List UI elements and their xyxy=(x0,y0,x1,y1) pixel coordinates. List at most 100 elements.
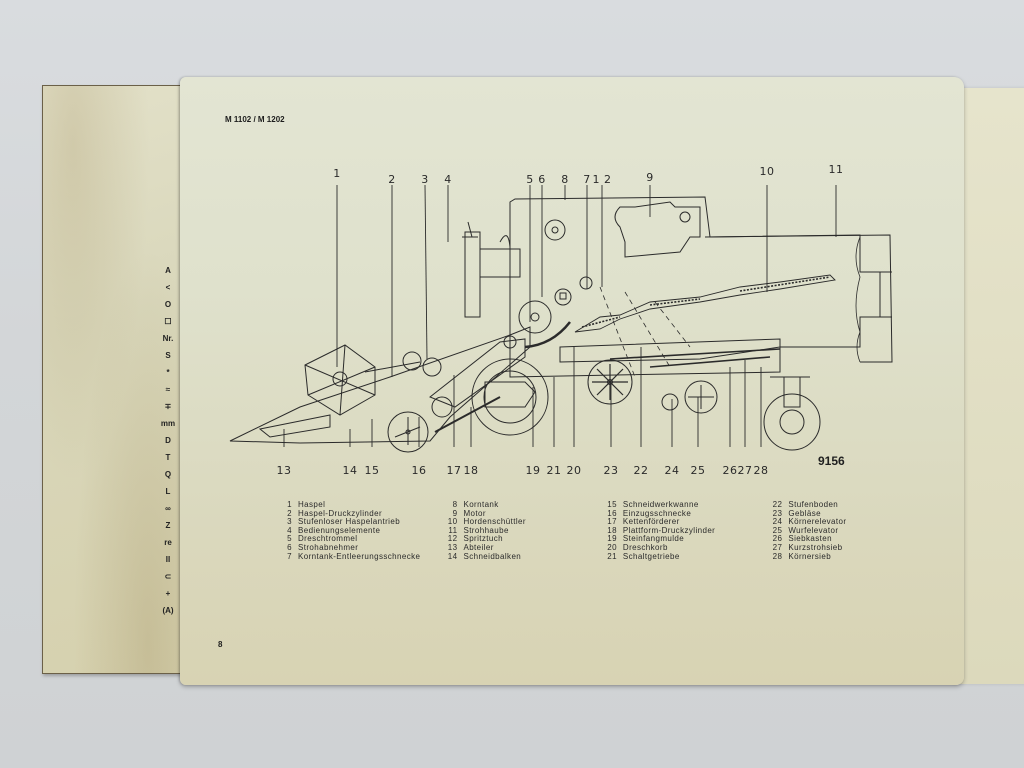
legend-item: 28 Körnersieb xyxy=(768,551,878,562)
callout-14: 14 xyxy=(342,464,358,477)
callout-9: 9 xyxy=(646,171,654,184)
page-number: 8 xyxy=(218,640,223,649)
symbol: mm xyxy=(160,419,176,428)
legend-number: 21 xyxy=(607,551,617,561)
callout-24: 24 xyxy=(664,464,680,477)
legend-item: 18 Plattform-Druckzylinder xyxy=(603,525,768,536)
combine-harvester-diagram: 1 2 3 4 5 6 8 7 1 2 9 10 11 13 14 15 16 … xyxy=(180,77,964,497)
callout-3: 3 xyxy=(421,173,429,186)
legend-number: 20 xyxy=(607,542,617,552)
callout-17: 17 xyxy=(446,464,462,477)
callout-8: 8 xyxy=(561,173,569,186)
symbol-index-strip: A < O ☐ Nr. S * ≈ ∓ mm D T Q L ∞ Z re II… xyxy=(151,262,185,619)
symbol: < xyxy=(165,283,171,292)
callout-26: 26 xyxy=(722,464,738,477)
legend-label: Korntank-Entleerungsschnecke xyxy=(298,551,421,561)
callout-7: 7 xyxy=(583,173,591,186)
legend-number: 5 xyxy=(287,534,292,544)
legend-label: Siebkasten xyxy=(788,534,832,544)
legend-number: 3 xyxy=(287,517,292,527)
manual-page: M 1102 / M 1202 xyxy=(180,77,964,685)
symbol: Z xyxy=(165,521,171,530)
harvester-line-drawing xyxy=(229,184,893,453)
legend-label: Stufenboden xyxy=(788,500,839,509)
callout-4: 4 xyxy=(444,173,452,186)
symbol: D xyxy=(165,436,171,445)
figure-number: 9156 xyxy=(818,454,845,468)
legend-label: Körnersieb xyxy=(788,551,832,561)
reel xyxy=(304,344,421,416)
callout-10: 10 xyxy=(759,165,775,178)
symbol: Nr. xyxy=(162,334,174,343)
back-page-fold: A < O ☐ Nr. S * ≈ ∓ mm D T Q L ∞ Z re II… xyxy=(42,85,193,674)
legend-number: 16 xyxy=(607,508,617,518)
legend-number: 22 xyxy=(772,500,783,509)
callout-27: 27 xyxy=(737,464,753,477)
legend-item: 22 Stufenboden xyxy=(768,500,878,510)
callout-11: 11 xyxy=(828,163,844,176)
legend-label: Dreschtrommel xyxy=(298,534,358,544)
legend-label: Wurfelevator xyxy=(788,525,839,535)
callout-12: 1 2 xyxy=(592,173,612,186)
symbol: T xyxy=(165,453,171,462)
legend-label: Spritztuch xyxy=(463,534,504,544)
callout-13: 13 xyxy=(276,464,292,477)
legend-label: Schneidbalken xyxy=(463,551,522,561)
callout-6: 6 xyxy=(538,173,546,186)
callout-16: 16 xyxy=(411,464,427,477)
legend-number: 13 xyxy=(447,542,458,552)
legend-number: 10 xyxy=(447,517,458,527)
legend-number: 18 xyxy=(607,525,617,535)
callout-23: 23 xyxy=(603,464,619,477)
page-header: M 1102 / M 1202 xyxy=(225,115,285,124)
symbol: ⊂ xyxy=(164,572,172,581)
legend-number: 11 xyxy=(448,525,458,535)
legend-label: Hordenschüttler xyxy=(463,517,526,527)
legend-number: 15 xyxy=(607,500,617,509)
legend-item: 14 Schneidbalken xyxy=(443,551,602,562)
legend-label: Körnerelevator xyxy=(788,517,847,527)
callout-2: 2 xyxy=(388,173,396,186)
legend-item: 26 Siebkasten xyxy=(768,535,878,544)
legend-number: 26 xyxy=(772,534,783,544)
legend-number: 14 xyxy=(447,551,458,561)
legend-number: 2 xyxy=(287,508,292,518)
legend-item: 5 Dreschtrommel xyxy=(278,535,443,544)
legend-number: 17 xyxy=(607,517,617,527)
legend-number: 8 xyxy=(452,500,458,509)
legend-item: 10 Hordenschüttler xyxy=(443,518,602,527)
legend-number: 23 xyxy=(772,508,783,518)
symbol: ∓ xyxy=(164,402,172,411)
callout-19: 19 xyxy=(525,464,541,477)
legend-label: Kurzstrohsieb xyxy=(788,542,843,552)
legend-label: Plattform-Druckzylinder xyxy=(622,525,716,535)
callout-18: 18 xyxy=(463,464,479,477)
callout-20: 20 xyxy=(566,464,582,477)
symbol: A xyxy=(165,266,171,275)
legend-number: 12 xyxy=(447,534,458,544)
symbol: ∞ xyxy=(165,504,171,513)
callout-28: 28 xyxy=(753,464,769,477)
legend-label: Schneidwerkwanne xyxy=(622,500,699,509)
legend-number: 28 xyxy=(772,551,783,561)
callout-1: 1 xyxy=(333,167,341,180)
legend-label: Strohabnehmer xyxy=(298,542,359,552)
